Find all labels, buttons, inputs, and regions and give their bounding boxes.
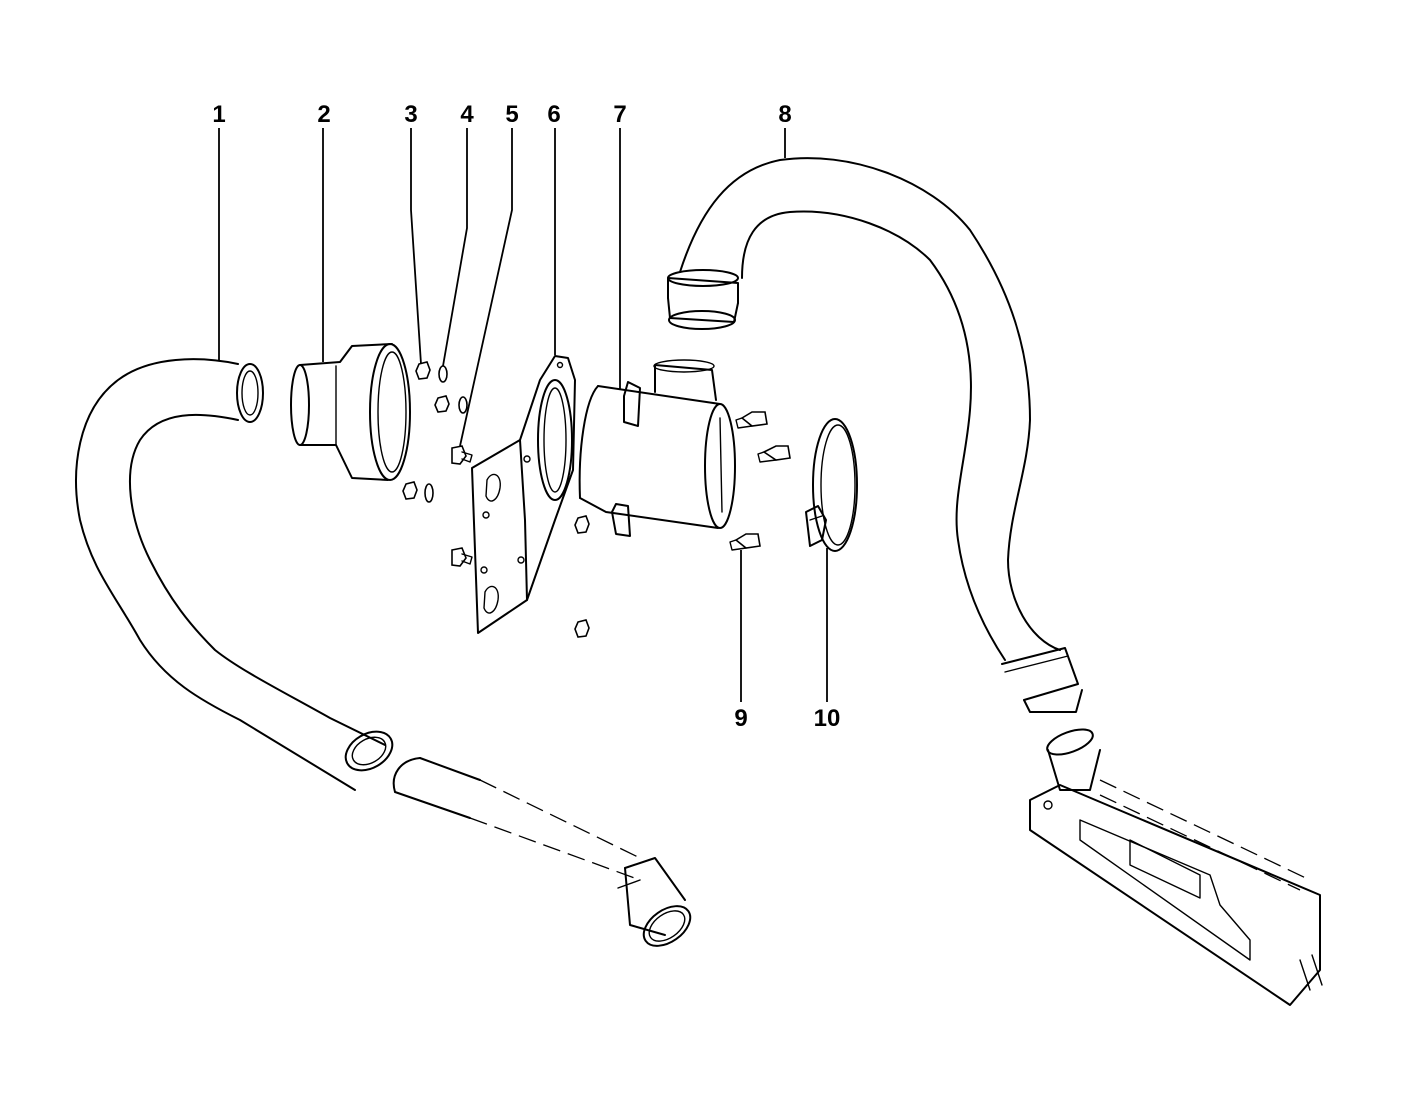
leader-4: [442, 128, 468, 367]
callout-leaders: [218, 128, 828, 702]
extension-tube: [392, 757, 692, 947]
callout-numbers: 1 2 3 4 5 6 7 8 9 10: [212, 101, 840, 732]
leader-3: [410, 128, 422, 365]
part-7-housing: [578, 359, 736, 537]
part-5-screw: [451, 445, 473, 567]
callout-1: 1: [212, 101, 225, 128]
callout-9: 9: [734, 705, 747, 732]
part-4-washer: [424, 365, 468, 503]
part-9-screws: [729, 411, 791, 551]
callout-2: 2: [317, 101, 330, 128]
callout-8: 8: [778, 101, 791, 128]
part-10-hose-clamp: [805, 418, 858, 552]
part-8-hose-with-nozzle: [667, 157, 1323, 1006]
callout-5: 5: [505, 101, 518, 128]
part-2-adapter: [290, 343, 411, 481]
callout-4: 4: [460, 101, 474, 128]
part-3-nut: [402, 361, 590, 638]
callout-6: 6: [547, 101, 560, 128]
leader-5: [459, 128, 513, 447]
callout-3: 3: [404, 101, 417, 128]
callout-7: 7: [613, 101, 626, 128]
part-6-mounting-bracket: [471, 355, 576, 634]
callout-10: 10: [814, 705, 841, 732]
part-1-bent-hose: [75, 358, 394, 791]
